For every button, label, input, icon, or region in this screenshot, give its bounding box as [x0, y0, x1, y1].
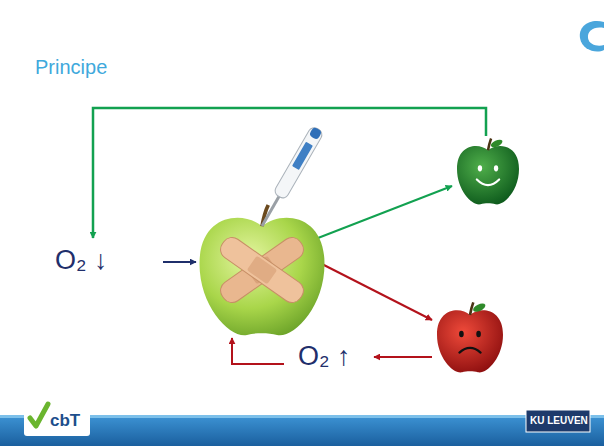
good-arrow	[318, 186, 452, 238]
thermometer-probe	[256, 126, 324, 230]
good-apple	[457, 138, 519, 204]
bad-return-arrow	[374, 356, 432, 358]
input-arrow	[163, 261, 196, 263]
return-line	[232, 338, 284, 364]
footer-band	[0, 418, 604, 446]
bad-arrow	[318, 262, 432, 320]
bad-apple	[437, 302, 503, 373]
check-mark	[30, 404, 48, 426]
slide-title: Principe	[35, 56, 107, 78]
ku-leuven-logo-text: KU LEUVEN	[530, 415, 588, 426]
oxygen-high: O₂ ↑	[298, 342, 350, 372]
corner-logo	[580, 21, 604, 52]
logo-backdrop	[24, 398, 90, 436]
logo-box	[526, 410, 590, 432]
oxygen-low: O₂ ↓	[55, 246, 107, 276]
cbt-logo-text: cbT	[50, 412, 80, 431]
footer-stripe	[0, 415, 604, 418]
